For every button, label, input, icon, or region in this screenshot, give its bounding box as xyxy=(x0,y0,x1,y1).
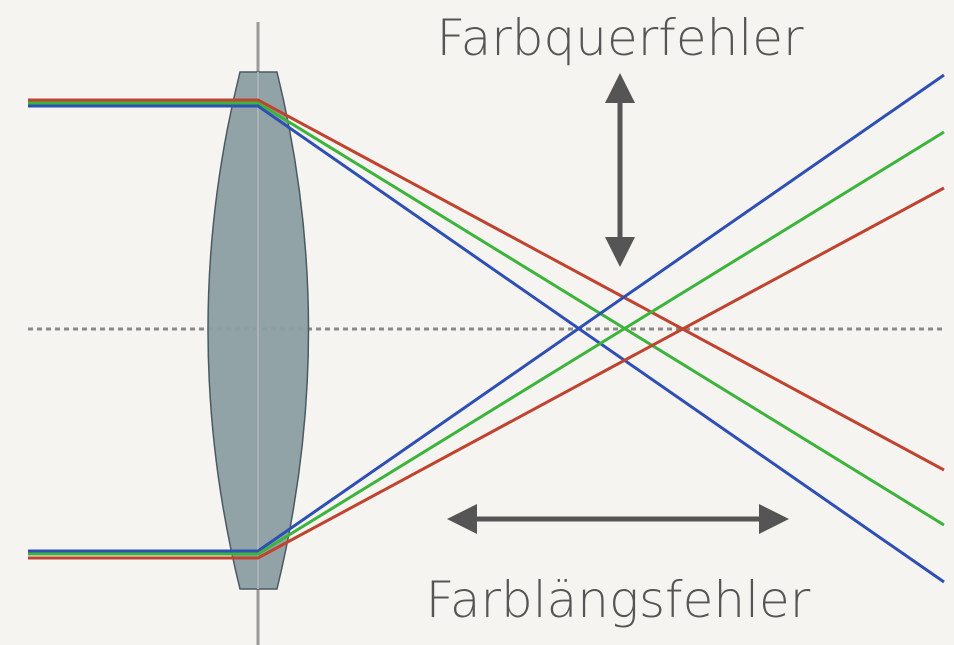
ray-top-green xyxy=(28,101,945,527)
bottom-incoming-rays xyxy=(28,73,945,560)
top-incoming-rays xyxy=(28,98,945,584)
ray-bottom-blue xyxy=(28,73,945,553)
ray-bottom-green xyxy=(28,130,945,556)
longitudinal-aberration-label: Farblängsfehler xyxy=(426,571,811,629)
lateral-aberration-label: Farbquerfehler xyxy=(436,9,804,67)
ray-bottom-red xyxy=(28,186,945,560)
ray-top-blue xyxy=(28,104,945,584)
ray-top-red xyxy=(28,98,945,472)
